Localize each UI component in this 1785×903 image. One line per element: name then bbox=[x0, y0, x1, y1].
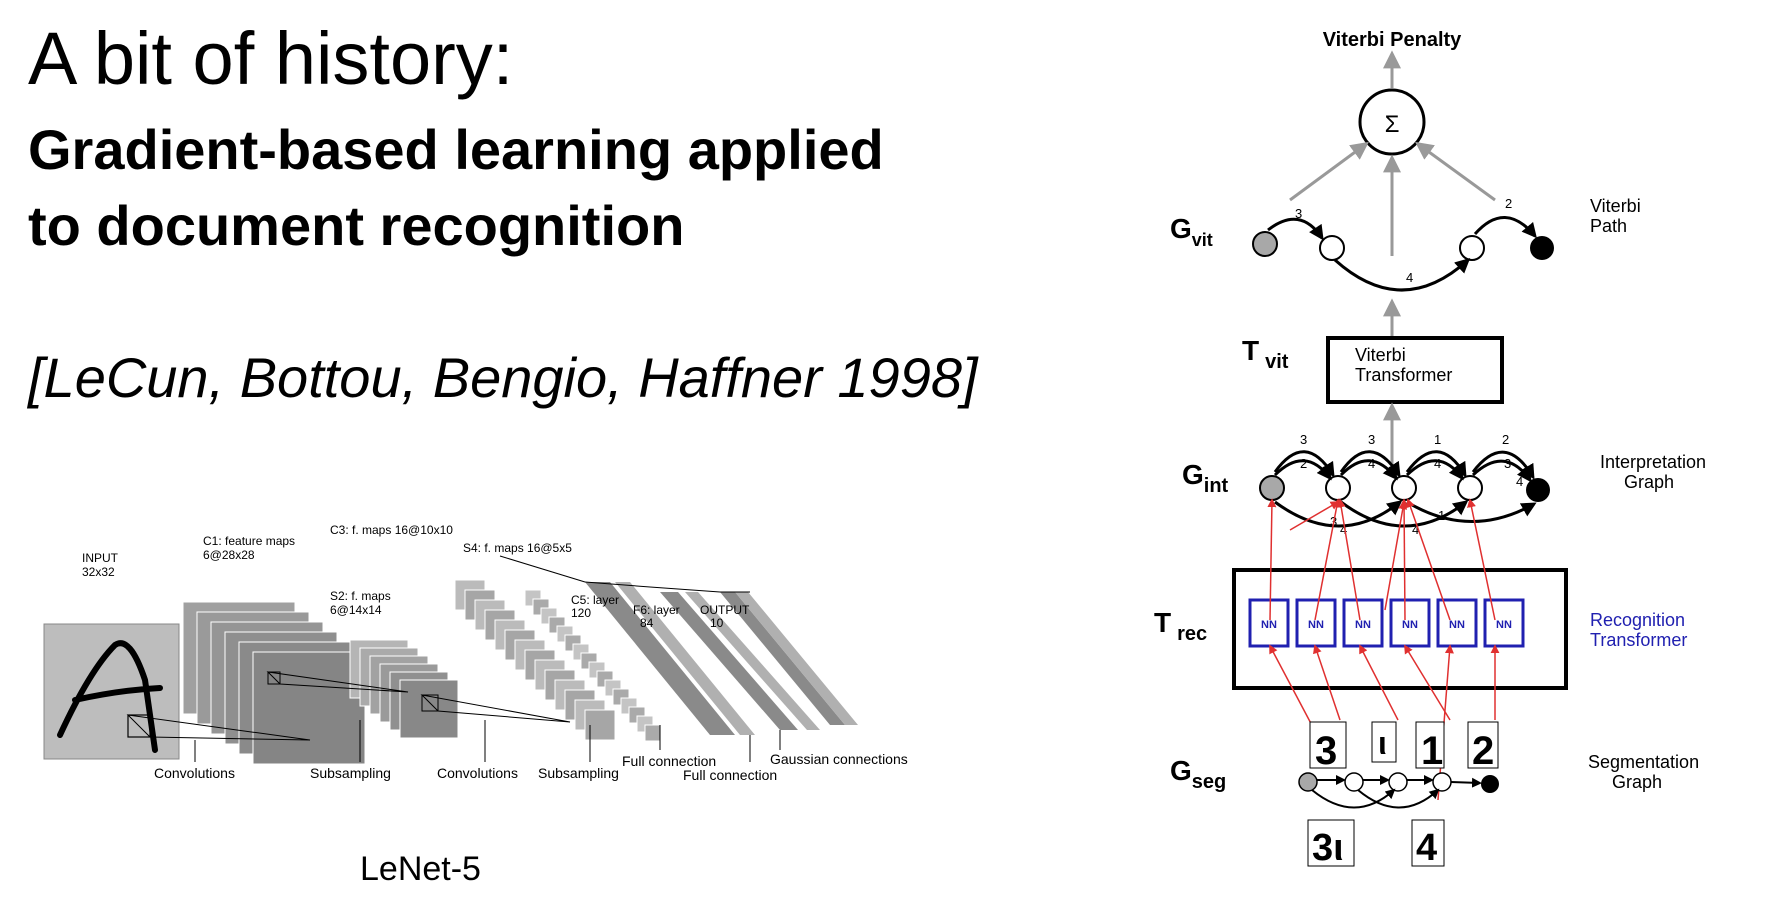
lenet-caption: LeNet-5 bbox=[360, 850, 481, 888]
svg-text:ι: ι bbox=[1378, 725, 1387, 761]
viterbi-path-label-2: Path bbox=[1590, 216, 1627, 236]
svg-text:2: 2 bbox=[1300, 456, 1307, 471]
nn-label: NN bbox=[1402, 619, 1418, 631]
label-input: INPUT bbox=[82, 551, 119, 565]
svg-text:2: 2 bbox=[1505, 196, 1512, 211]
svg-text:3: 3 bbox=[1368, 432, 1375, 447]
lenet5-diagram: INPUT 32x32 C1: feature maps 6@28x28 C3:… bbox=[43, 523, 908, 783]
recognition-transformer-label-2: Transformer bbox=[1590, 630, 1687, 650]
svg-text:3: 3 bbox=[1504, 456, 1511, 471]
nn-label: NN bbox=[1449, 619, 1465, 631]
svg-text:3: 3 bbox=[1315, 729, 1337, 773]
output-layer-band bbox=[720, 592, 845, 725]
svg-text:4: 4 bbox=[1368, 456, 1375, 471]
label-s4: S4: f. maps 16@5x5 bbox=[463, 541, 572, 555]
label-subsampling-1: Subsampling bbox=[310, 765, 391, 781]
nn-label: NN bbox=[1355, 619, 1371, 631]
svg-text:3: 3 bbox=[1295, 206, 1302, 221]
seg-image-4 bbox=[1467, 721, 1499, 769]
svg-text:1: 1 bbox=[1434, 432, 1441, 447]
f6-layer-band bbox=[660, 592, 798, 730]
label-subsampling-2: Subsampling bbox=[538, 765, 619, 781]
nn-box bbox=[1295, 598, 1337, 648]
svg-text:3: 3 bbox=[1300, 432, 1307, 447]
label-input-size: 32x32 bbox=[82, 565, 115, 579]
sum-node bbox=[1358, 88, 1426, 156]
seg-image-3 bbox=[1415, 721, 1445, 769]
input-letter-a bbox=[57, 640, 163, 753]
nn-box bbox=[1436, 598, 1478, 648]
svg-text:4: 4 bbox=[1340, 522, 1347, 537]
svg-text:4: 4 bbox=[1416, 827, 1437, 869]
svg-text:2: 2 bbox=[1472, 729, 1494, 773]
svg-text:2: 2 bbox=[1502, 432, 1509, 447]
nn-label: NN bbox=[1261, 619, 1277, 631]
nn-module-group: NN NN NN NN NN NN bbox=[1248, 598, 1525, 648]
slide-title: A bit of history: bbox=[28, 17, 514, 100]
interpretation-graph-label-2: Graph bbox=[1624, 472, 1674, 492]
seg-image-5 bbox=[1307, 819, 1355, 867]
viterbi-path-label-1: Viterbi bbox=[1590, 196, 1641, 216]
svg-text:Viterbi: Viterbi bbox=[1355, 345, 1406, 365]
g-vit-label: Gvit bbox=[1170, 213, 1213, 250]
viterbi-penalty-label: Viterbi Penalty bbox=[1323, 29, 1462, 51]
svg-text:1: 1 bbox=[1438, 508, 1445, 523]
label-output-size: 10 bbox=[710, 616, 724, 630]
label-s2: S2: f. maps bbox=[330, 589, 391, 603]
segmentation-graph-label-2: Graph bbox=[1612, 772, 1662, 792]
label-c1: C1: feature maps bbox=[203, 534, 295, 548]
g-seg-label: Gseg bbox=[1170, 755, 1226, 793]
nn-box bbox=[1248, 598, 1290, 648]
seg-image-2 bbox=[1371, 721, 1397, 763]
label-c1-size: 6@28x28 bbox=[203, 548, 255, 562]
label-s2-size: 6@14x14 bbox=[330, 603, 382, 617]
svg-text:4: 4 bbox=[1406, 270, 1413, 285]
svg-text:4: 4 bbox=[1516, 474, 1523, 489]
label-c5: C5: layer bbox=[571, 593, 619, 607]
nn-label: NN bbox=[1496, 619, 1512, 631]
label-f6: F6: layer bbox=[633, 603, 680, 617]
label-c5-size: 120 bbox=[571, 606, 591, 620]
svg-text:1: 1 bbox=[1421, 729, 1443, 773]
label-gaussian-connections: Gaussian connections bbox=[770, 751, 908, 767]
interpretation-graph-label-1: Interpretation bbox=[1600, 452, 1706, 472]
c3-feature-maps bbox=[454, 579, 616, 741]
viterbi-transformer-box bbox=[1326, 336, 1504, 404]
label-full-connection-2: Full connection bbox=[683, 767, 777, 783]
label-output: OUTPUT bbox=[700, 603, 750, 617]
svg-text:Transformer: Transformer bbox=[1355, 365, 1452, 385]
gtn-diagram: Viterbi Penalty Σ Gvit 3 4 2 Viterbi Pat… bbox=[1154, 29, 1706, 869]
label-convolutions-2: Convolutions bbox=[437, 765, 518, 781]
paper-title: Gradient-based learning applied to docum… bbox=[28, 118, 884, 257]
recognition-transformer-label-1: Recognition bbox=[1590, 610, 1685, 630]
segmentation-graph-label-1: Segmentation bbox=[1588, 752, 1699, 772]
nn-label: NN bbox=[1308, 619, 1324, 631]
svg-text:4: 4 bbox=[1434, 456, 1441, 471]
g-int-label: Gint bbox=[1182, 459, 1229, 497]
sigma-symbol: Σ bbox=[1385, 111, 1400, 138]
c1-feature-maps bbox=[182, 601, 366, 765]
c5-layer-band bbox=[585, 582, 735, 735]
label-c3: C3: f. maps 16@10x10 bbox=[330, 523, 453, 537]
svg-text:4: 4 bbox=[1412, 522, 1419, 537]
label-convolutions-1: Convolutions bbox=[154, 765, 235, 781]
label-full-connection-1: Full connection bbox=[622, 753, 716, 769]
s4-feature-maps bbox=[524, 589, 662, 742]
nn-box bbox=[1483, 598, 1525, 648]
label-f6-size: 84 bbox=[640, 616, 654, 630]
seg-image-1 bbox=[1309, 721, 1347, 769]
seg-image-6 bbox=[1411, 819, 1445, 867]
svg-text:3ι: 3ι bbox=[1312, 827, 1344, 869]
paper-citation: [LeCun, Bottou, Bengio, Haffner 1998] bbox=[28, 346, 978, 409]
